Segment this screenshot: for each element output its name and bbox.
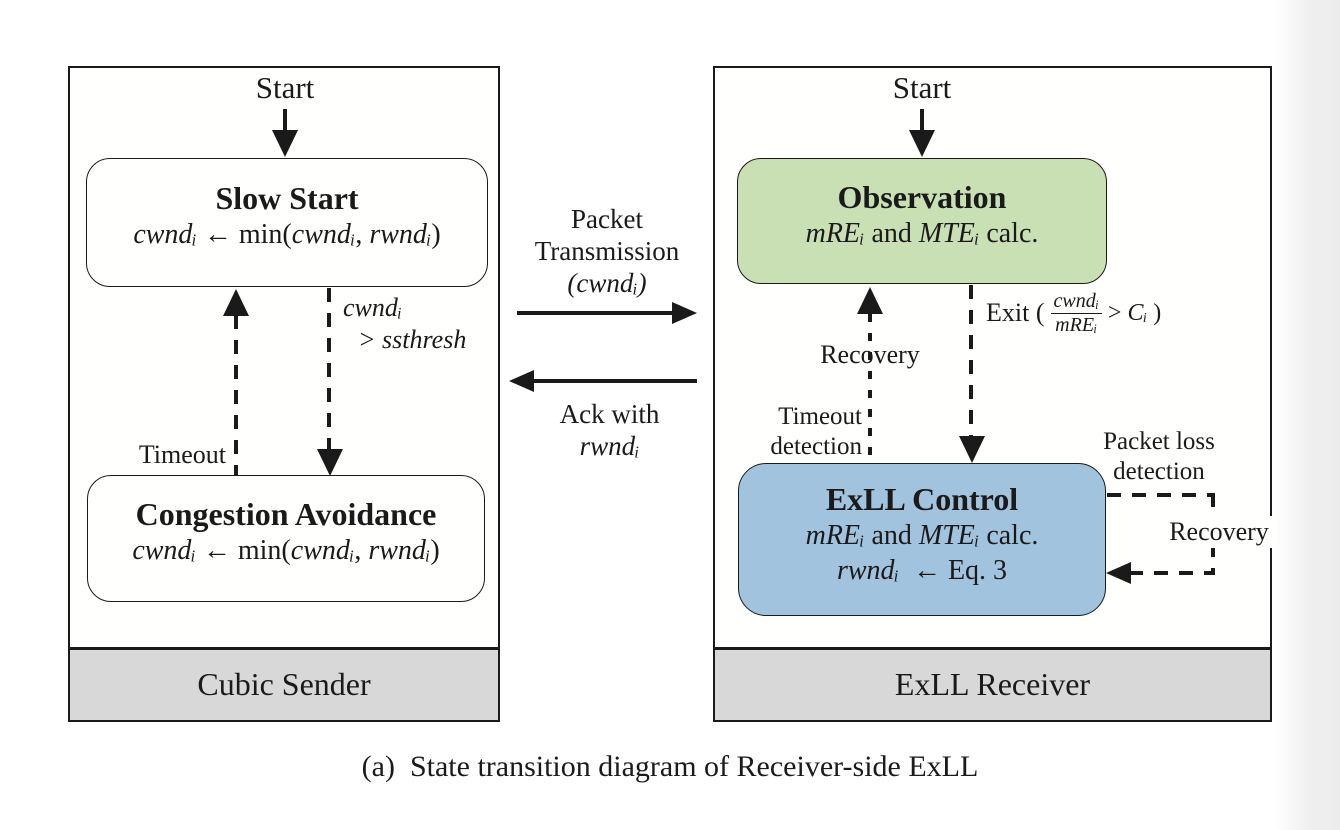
observation-state: Observation mREᵢ and MTEᵢ calc. xyxy=(737,158,1107,284)
timeout-transition-arrowhead-icon xyxy=(223,289,249,316)
packet-loss-loop-top-shaft xyxy=(1107,493,1215,497)
ack-line1: Ack with xyxy=(559,399,660,429)
sender-start-label: Start xyxy=(255,70,315,105)
recovery-label: Recovery xyxy=(820,340,920,369)
slow-start-formula: cwndᵢ ← min(cwndᵢ, rwndᵢ) xyxy=(133,219,441,250)
packet-loss-line2: detection xyxy=(1113,458,1205,485)
timeout-transition-shaft xyxy=(234,315,238,475)
packet-transmission-label: Packet Transmission (cwndᵢ) xyxy=(517,203,697,299)
exll-control-formula2: rwndᵢ ← Eq. 3 xyxy=(836,555,1008,586)
receiver-start-label: Start xyxy=(892,70,952,105)
timeout-detection-line1: Timeout xyxy=(778,403,862,430)
observation-title: Observation xyxy=(837,179,1007,215)
recovery-transition-arrowhead-icon xyxy=(857,287,883,314)
slow-start-title: Slow Start xyxy=(215,180,359,216)
ssthresh-transition-shaft xyxy=(327,288,331,450)
receiver-start-arrowhead-icon xyxy=(909,130,935,157)
exit-fraction-numerator: cwndᵢ xyxy=(1050,290,1102,314)
timeout-detection-label: Timeout detection xyxy=(736,402,862,462)
sender-footer-bar: Cubic Sender xyxy=(70,647,498,720)
sender-footer-label: Cubic Sender xyxy=(197,666,371,702)
exit-fraction: cwndᵢ mREᵢ xyxy=(1050,290,1102,336)
loop-recovery-label: Recovery xyxy=(1162,516,1276,548)
packet-loss-loop-bottom-shaft xyxy=(1129,571,1215,575)
ssthresh-condition-label: cwndᵢ > ssthresh xyxy=(343,292,466,356)
receiver-footer-bar: ExLL Receiver xyxy=(715,647,1270,720)
exll-control-formula1: mREᵢ and MTEᵢ calc. xyxy=(805,520,1039,551)
congestion-avoidance-formula: cwndᵢ ← min(cwndᵢ, rwndᵢ) xyxy=(132,535,440,566)
receiver-start-arrow-shaft xyxy=(920,109,924,131)
exit-prefix: Exit ( xyxy=(986,298,1045,327)
ssthresh-condition-line2: > ssthresh xyxy=(358,325,467,354)
packet-loss-line1: Packet loss xyxy=(1103,428,1215,455)
ssthresh-condition-line1: cwndᵢ xyxy=(343,293,402,322)
recovery-transition-shaft xyxy=(868,314,872,463)
exll-control-title: ExLL Control xyxy=(825,481,1019,517)
ack-label: Ack with rwndᵢ xyxy=(527,398,692,462)
packet-transmission-arrowhead-icon xyxy=(672,302,697,324)
ack-arrowhead-icon xyxy=(509,370,534,392)
sender-start-arrow-shaft xyxy=(283,109,287,131)
sender-start-arrowhead-icon xyxy=(272,130,298,157)
exit-transition-shaft xyxy=(969,285,973,437)
packet-transmission-arrow-shaft xyxy=(517,311,674,315)
ssthresh-transition-arrowhead-icon xyxy=(317,449,343,476)
ack-line2: rwndᵢ xyxy=(579,431,640,461)
exit-comparison: > Cᵢ ) xyxy=(1107,299,1162,326)
receiver-footer-label: ExLL Receiver xyxy=(894,666,1091,702)
timeout-detection-line2: detection xyxy=(770,433,862,460)
exit-fraction-denominator: mREᵢ xyxy=(1055,313,1098,336)
packet-transmission-line3: (cwndᵢ) xyxy=(567,268,647,298)
exll-control-state: ExLL Control mREᵢ and MTEᵢ calc. rwndᵢ ←… xyxy=(738,463,1106,616)
packet-loss-detection-label: Packet loss detection xyxy=(1085,427,1233,487)
page-edge-shade xyxy=(1274,0,1340,830)
ack-arrow-shaft xyxy=(532,379,697,383)
figure-caption: (a) State transition diagram of Receiver… xyxy=(361,750,979,783)
slow-start-state: Slow Start cwndᵢ ← min(cwndᵢ, rwndᵢ) xyxy=(86,158,488,287)
congestion-avoidance-state: Congestion Avoidance cwndᵢ ← min(cwndᵢ, … xyxy=(87,475,485,602)
timeout-label: Timeout xyxy=(138,440,226,469)
exit-condition-label: Exit ( cwndᵢ mREᵢ > Cᵢ ) xyxy=(986,288,1161,338)
observation-formula: mREᵢ and MTEᵢ calc. xyxy=(805,218,1039,249)
packet-transmission-line1: Packet xyxy=(571,204,643,234)
exit-transition-arrowhead-icon xyxy=(959,436,985,463)
packet-loss-loop-arrowhead-icon xyxy=(1106,562,1131,584)
congestion-avoidance-title: Congestion Avoidance xyxy=(135,496,437,532)
packet-transmission-line2: Transmission xyxy=(534,236,680,266)
